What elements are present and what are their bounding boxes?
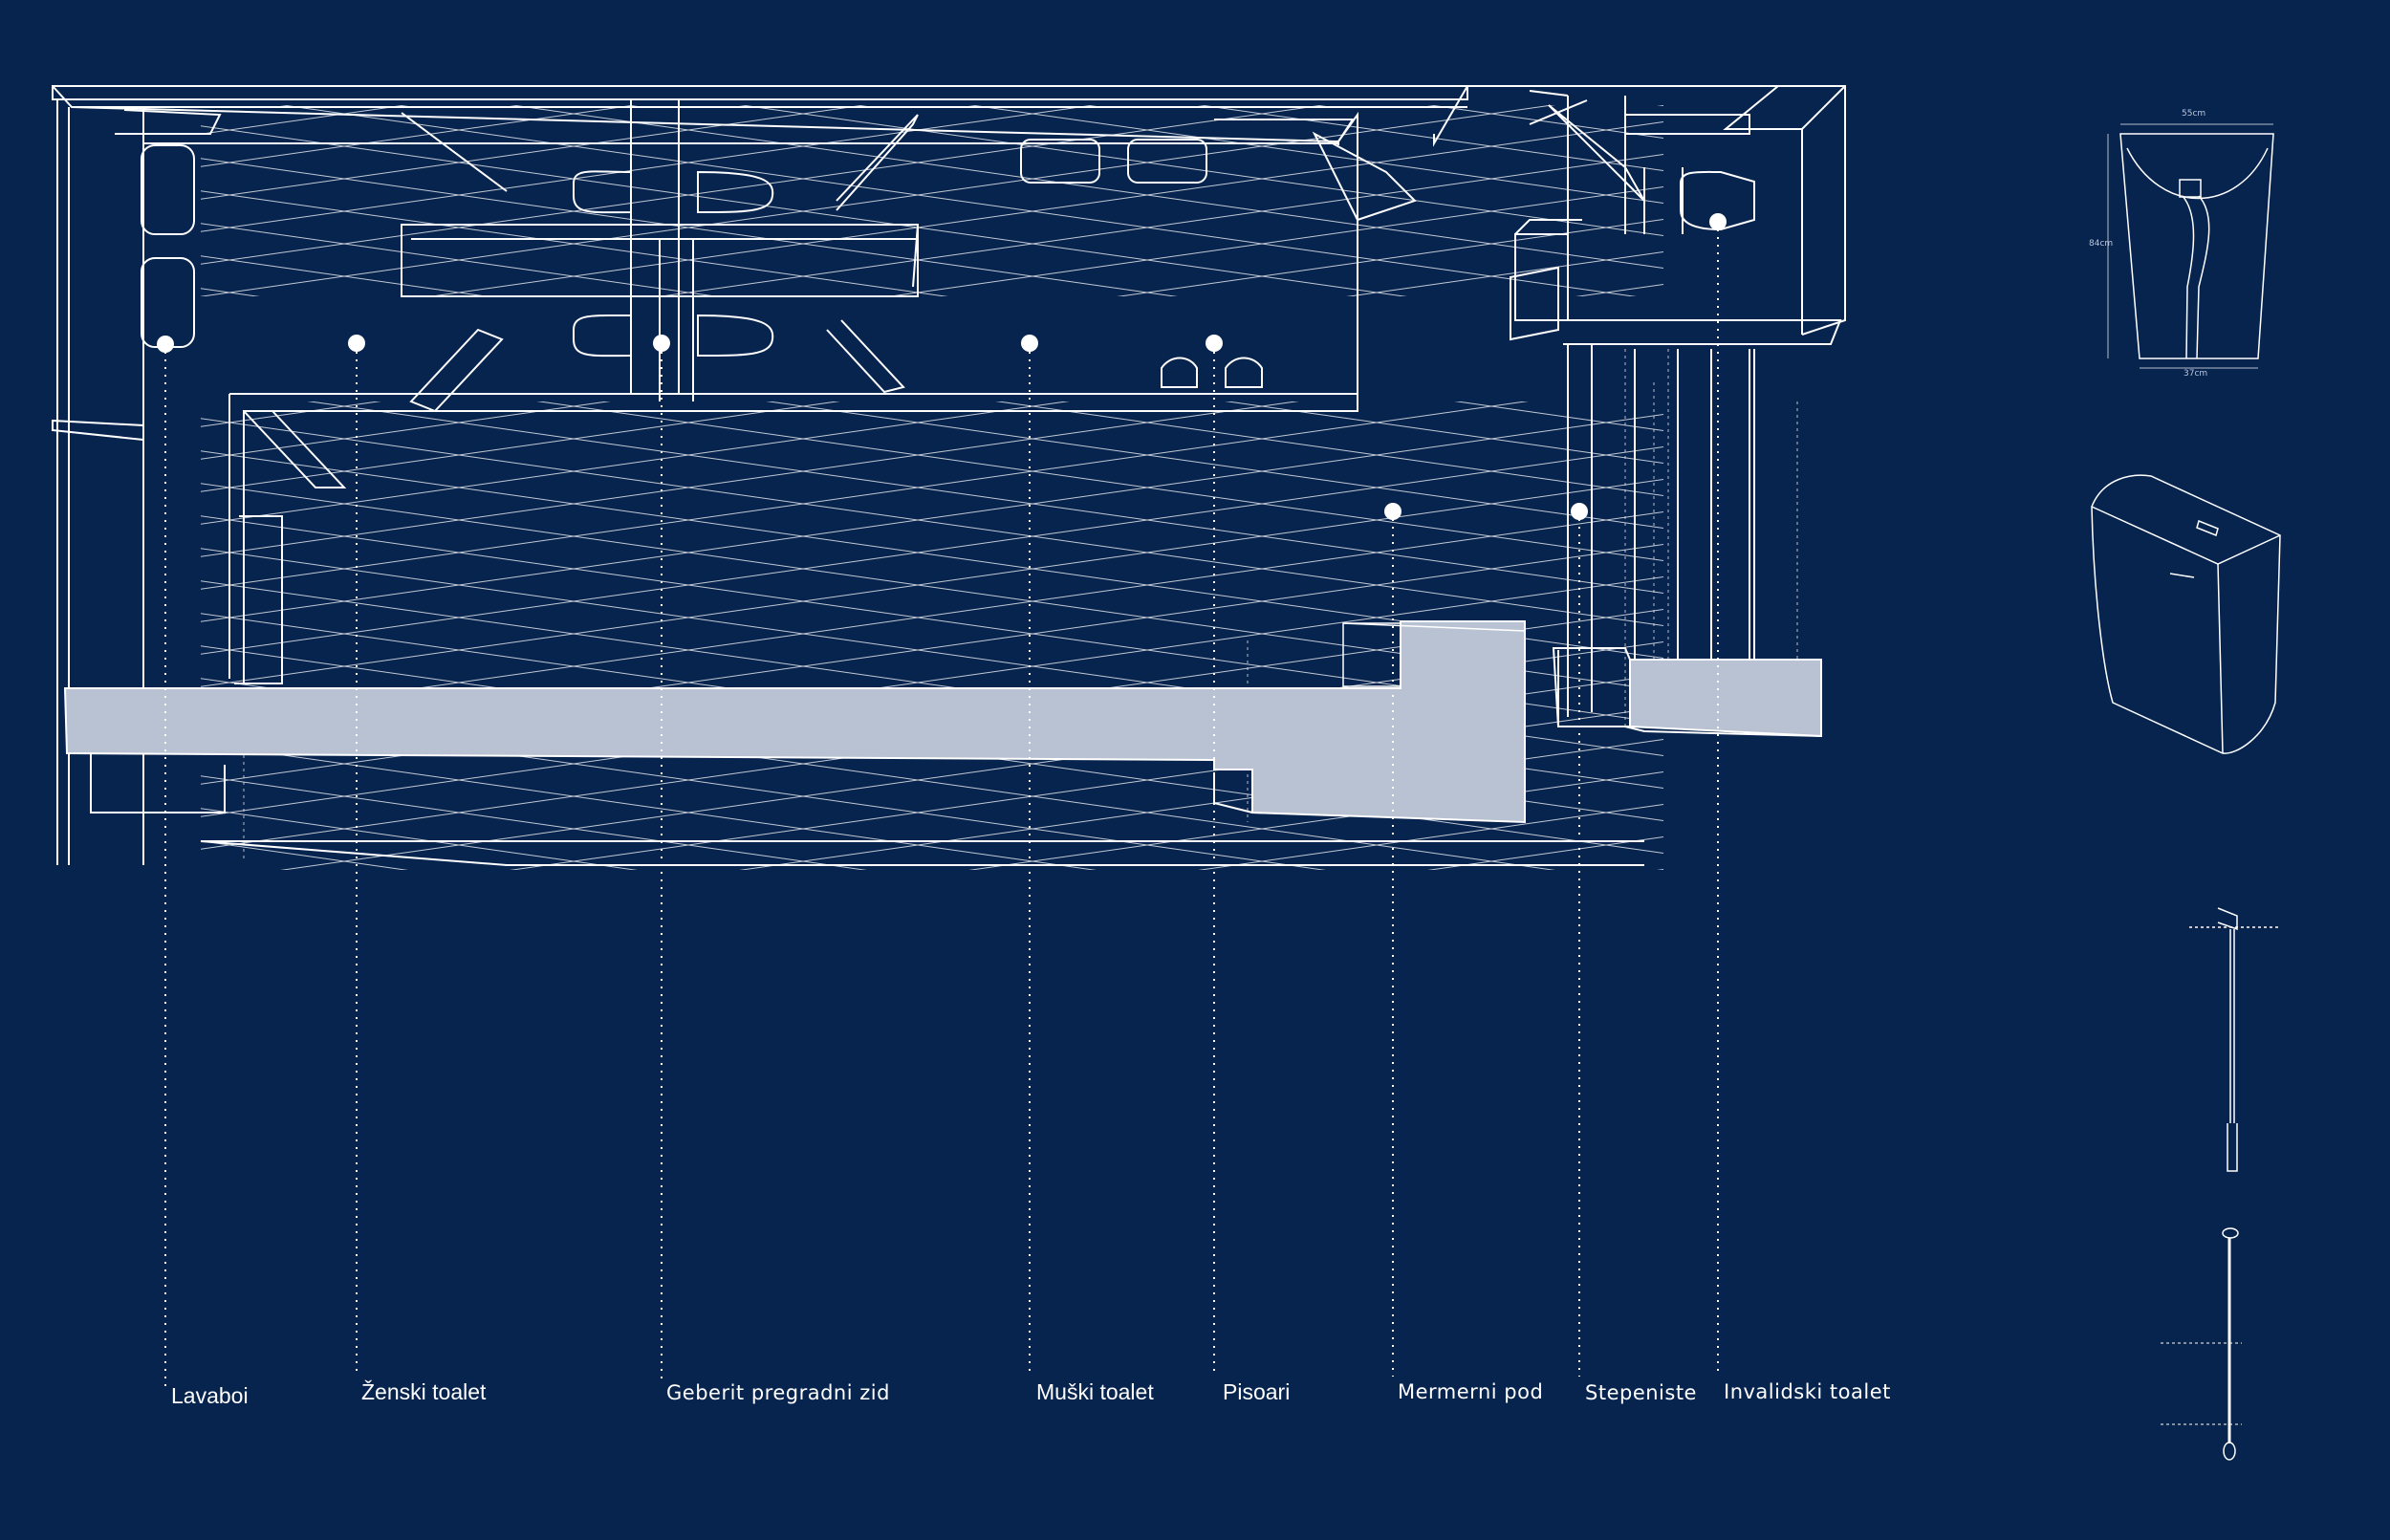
marker-pisoari xyxy=(1206,335,1223,352)
label-lavaboi: Lavaboi xyxy=(171,1383,249,1408)
dim-width-top: 55cm xyxy=(2182,109,2206,119)
detail-urinal-front xyxy=(2107,123,2274,369)
marker-muski-toalet xyxy=(1021,335,1038,352)
label-muski-toalet: Muški toalet xyxy=(1036,1379,1154,1404)
marker-geberit xyxy=(653,335,670,352)
detail-flush-rod xyxy=(2161,1227,2242,1461)
marker-lavaboi xyxy=(157,336,174,353)
dim-height: 84cm xyxy=(2089,239,2114,249)
floor-slab xyxy=(63,620,1822,824)
label-pisoari: Pisoari xyxy=(1223,1379,1291,1404)
marker-zenski-toalet xyxy=(348,335,365,352)
label-zenski-toalet: Ženski toalet xyxy=(361,1379,487,1404)
fixtures xyxy=(141,139,1755,388)
dim-width-bottom: 37cm xyxy=(2184,369,2208,379)
marker-stepeniste xyxy=(1571,503,1588,520)
label-invalidski-toalet: Invalidski toalet xyxy=(1724,1380,1891,1403)
label-geberit: Geberit pregradni zid xyxy=(666,1381,890,1404)
marker-mermerni-pod xyxy=(1384,503,1401,520)
label-mermerni-pod: Mermerni pod xyxy=(1398,1380,1544,1403)
detail-cistern xyxy=(2091,474,2281,754)
leader-lines xyxy=(164,222,1719,1391)
detail-flush-pipe xyxy=(2189,907,2280,1172)
marker-invalidski-toalet xyxy=(1709,213,1727,230)
markers xyxy=(157,213,1727,520)
label-stepeniste: Stepeniste xyxy=(1585,1381,1697,1404)
